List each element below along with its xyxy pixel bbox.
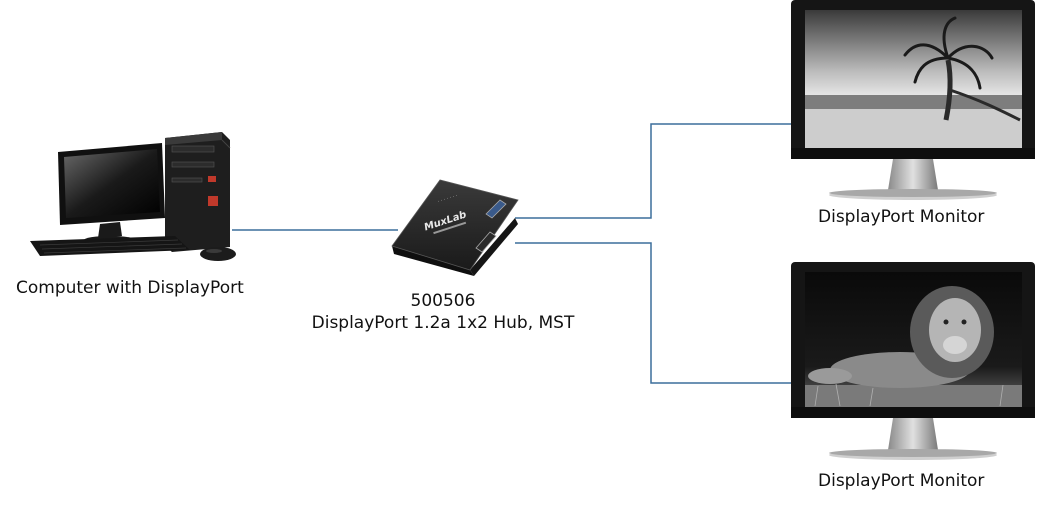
connectors bbox=[232, 123, 793, 384]
computer-label: Computer with DisplayPort bbox=[16, 278, 244, 298]
hub-description: DisplayPort 1.2a 1x2 Hub, MST bbox=[311, 313, 575, 333]
connector-hub-to-monitor-bottom bbox=[515, 242, 793, 384]
desktop-computer-icon bbox=[30, 132, 236, 261]
monitor-bottom-label: DisplayPort Monitor bbox=[818, 471, 985, 491]
displayport-hub-icon: MuxLab · · · · · · · bbox=[391, 179, 519, 276]
connector-hub-to-monitor-top bbox=[515, 123, 793, 219]
monitor-palm-beach-icon bbox=[791, 0, 1035, 200]
monitor-lion-icon bbox=[791, 262, 1035, 460]
hub-model-number: 500506 bbox=[410, 291, 476, 311]
hub-label: 500506 DisplayPort 1.2a 1x2 Hub, MST bbox=[300, 290, 586, 334]
monitor-top-label: DisplayPort Monitor bbox=[818, 207, 985, 227]
